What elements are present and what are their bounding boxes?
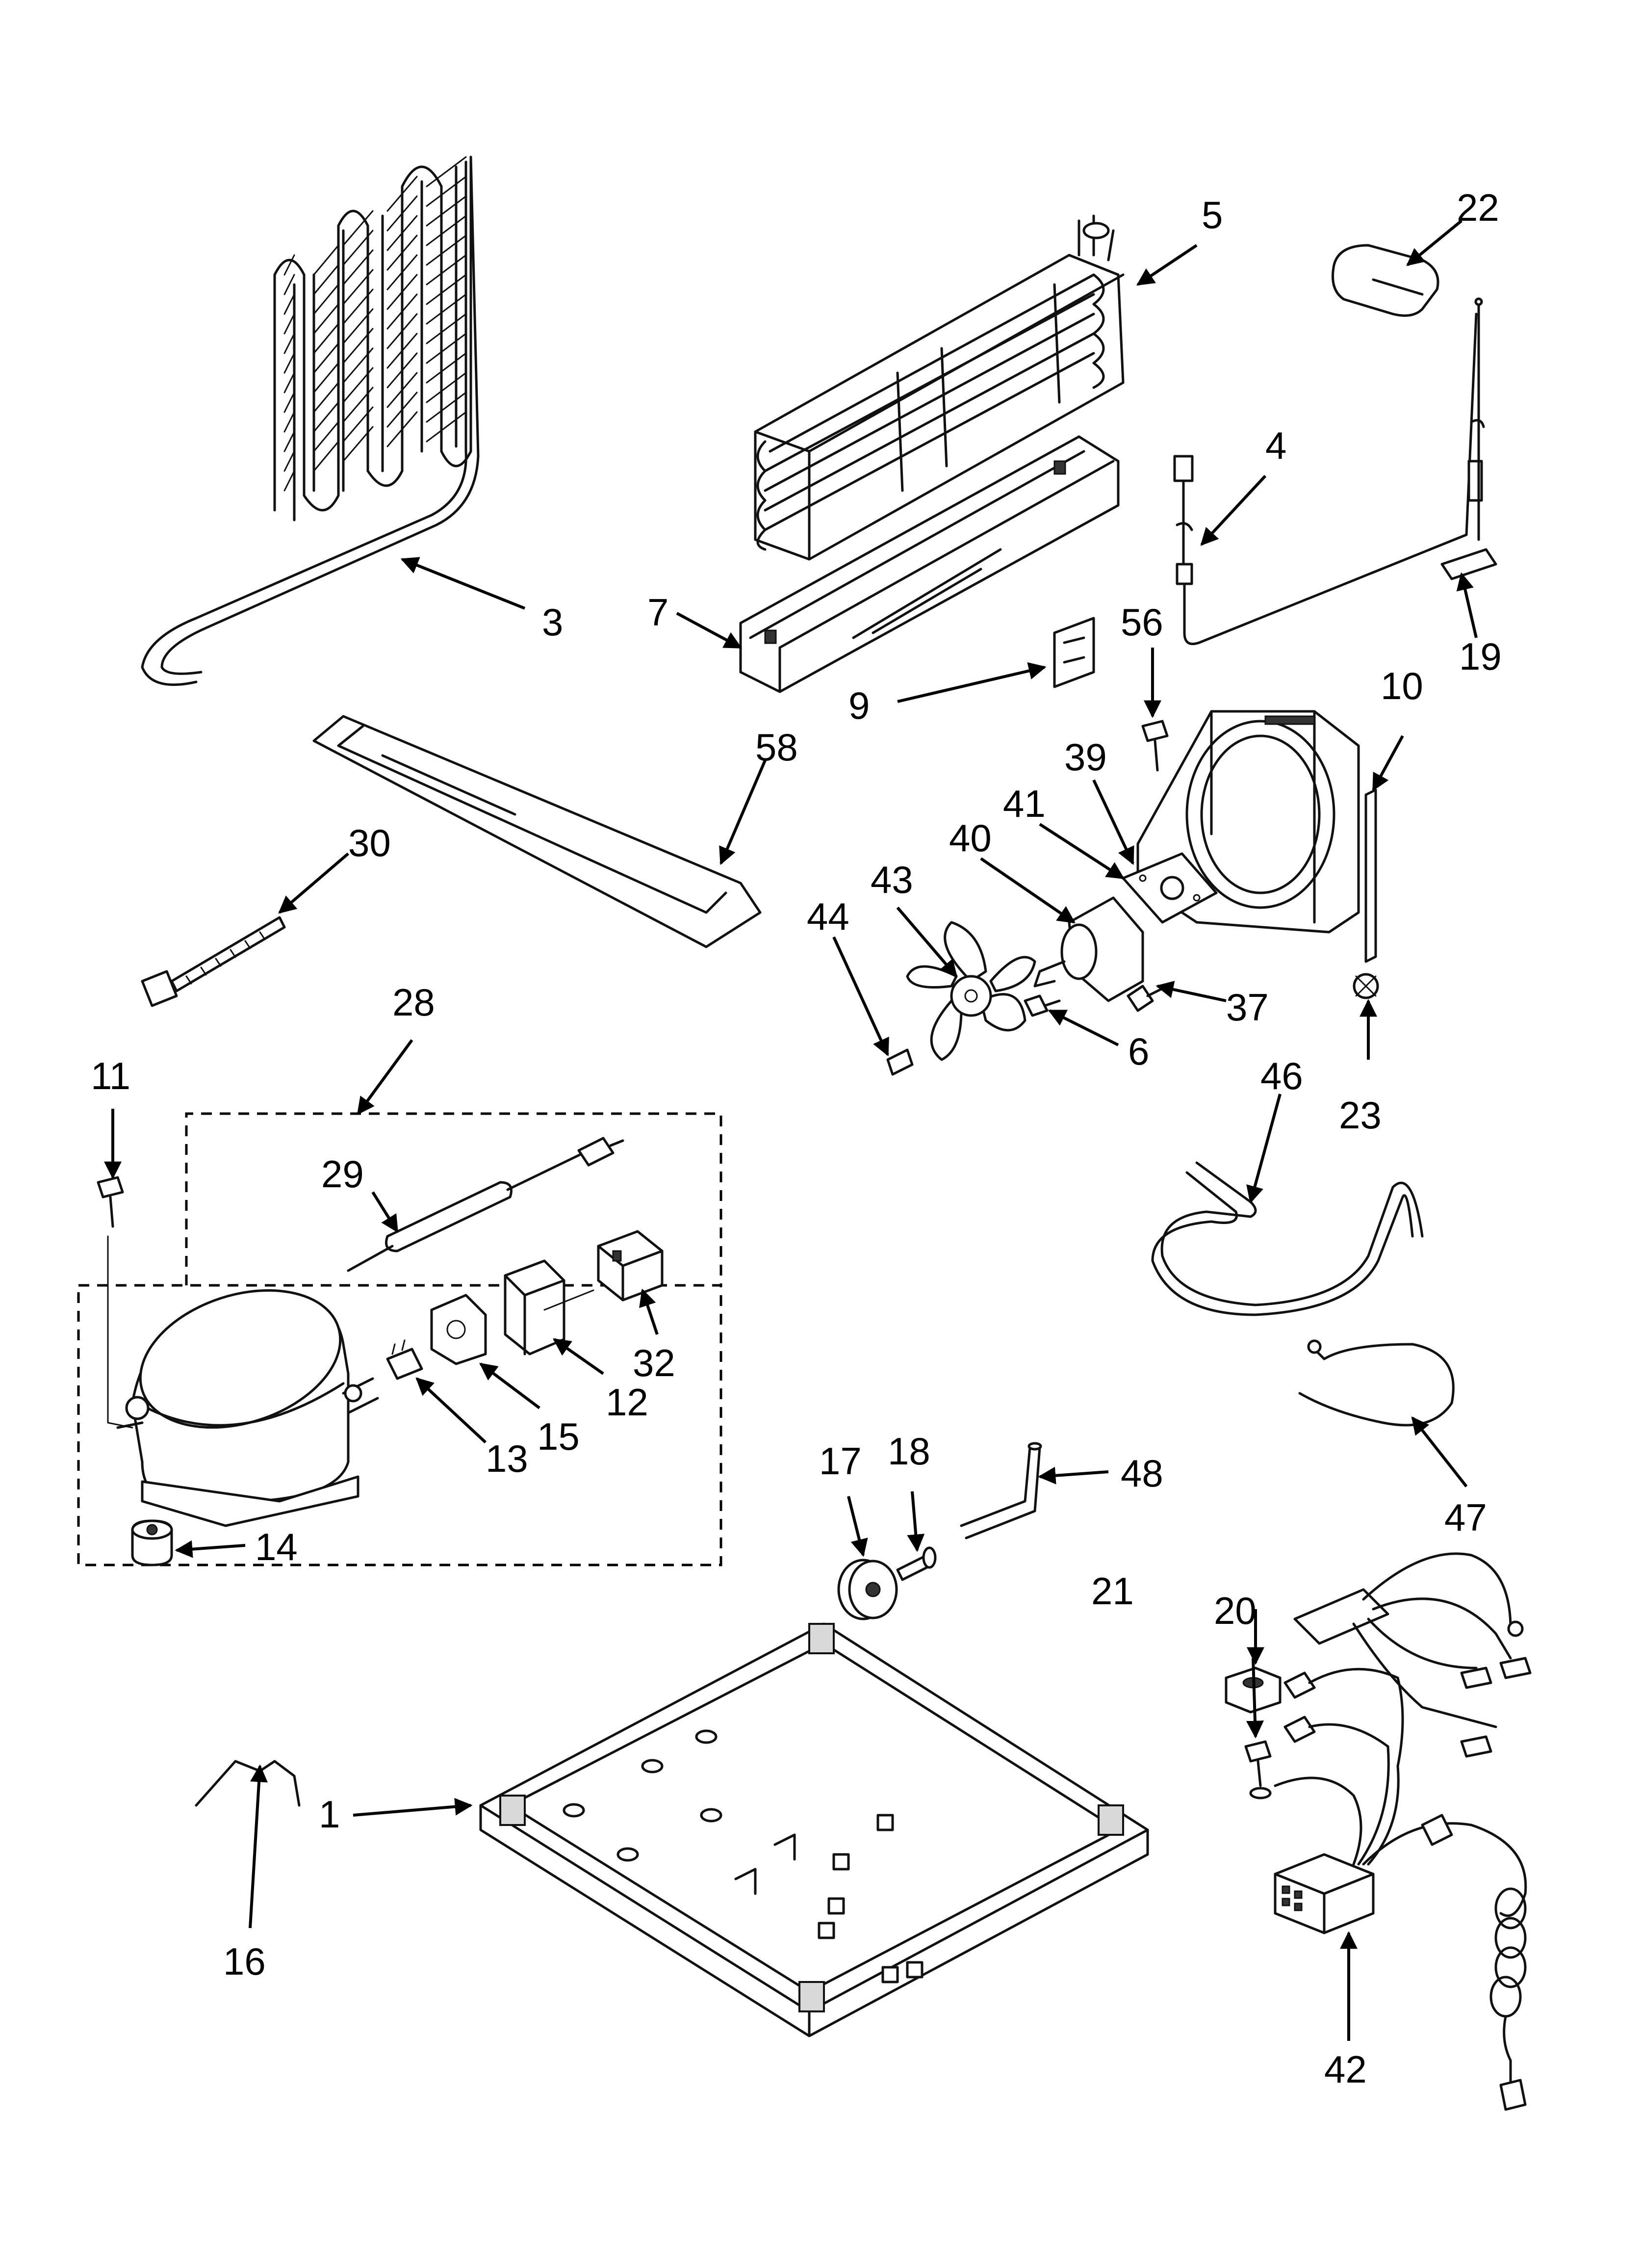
compressor-part: [116, 1289, 379, 1527]
roller-wheel-part: [837, 1559, 898, 1620]
compressor-kit-outline: [77, 1284, 722, 1566]
callout-30: 30: [348, 821, 391, 864]
overload-part: [430, 1294, 487, 1365]
base-frame-part: [479, 1622, 1149, 2037]
callout-6: 6: [1128, 1030, 1149, 1073]
callout-47: 47: [1444, 1496, 1487, 1539]
fan-blade-part: [906, 921, 1036, 1061]
callout-11: 11: [91, 1054, 130, 1097]
callout-5: 5: [1202, 193, 1223, 236]
mount-screw-part: [97, 1176, 133, 1429]
axle-pin-part: [896, 1546, 937, 1581]
callout-21: 21: [1091, 1569, 1134, 1613]
callout-46: 46: [1260, 1054, 1303, 1097]
callout-22: 22: [1457, 186, 1499, 229]
evaporator-coil-part: [754, 214, 1125, 561]
callout-41: 41: [1003, 782, 1046, 825]
callout-20: 20: [1214, 1589, 1257, 1632]
tube-part: [960, 1442, 1042, 1539]
fan-clip-part: [886, 1048, 914, 1076]
callout-23: 23: [1339, 1094, 1382, 1137]
callout-42: 42: [1324, 2048, 1367, 2091]
callout-28: 28: [392, 981, 435, 1024]
callout-37: 37: [1226, 986, 1269, 1029]
callout-40: 40: [949, 816, 992, 860]
callout-1: 1: [319, 1793, 340, 1836]
motor-screw-part: [1127, 985, 1169, 1012]
callout-3: 3: [542, 600, 563, 644]
drain-tube-part: [1151, 1161, 1424, 1316]
thermistor-sensor-part: [1173, 297, 1485, 645]
callout-15: 15: [537, 1415, 580, 1458]
callout-56: 56: [1121, 600, 1163, 644]
cable-tie-part: [141, 916, 286, 1007]
grommet-part: [1353, 973, 1379, 999]
ground-screw-part: [1244, 1740, 1272, 1799]
filter-drier-part: [347, 1137, 624, 1272]
compressor-grommet-part: [131, 1519, 173, 1566]
callout-13: 13: [486, 1437, 528, 1480]
gasket-strip-part: [1364, 788, 1377, 963]
drain-trough-part: [739, 435, 1120, 693]
heater-wire-part: [1298, 1339, 1455, 1427]
callout-16: 16: [223, 1940, 266, 1983]
relay-part: [504, 1259, 594, 1356]
wire-clip-part: [195, 1760, 301, 1807]
callout-9: 9: [848, 684, 870, 727]
compressor-kit-outline-upper: [185, 1112, 722, 1285]
callout-17: 17: [819, 1439, 862, 1483]
callout-44: 44: [807, 895, 849, 938]
motor-bracket-part: [1122, 852, 1218, 924]
callout-18: 18: [888, 1430, 930, 1473]
fan-nut-part: [1024, 994, 1061, 1017]
callout-14: 14: [255, 1525, 298, 1568]
callout-labels: 1 3 4 5 6 7 9 10 11 12 13 14 15 16 17 18…: [91, 186, 1502, 2091]
callout-7: 7: [647, 591, 668, 634]
callout-29: 29: [321, 1152, 364, 1196]
electrical-cover-part: [597, 1230, 664, 1302]
callout-10: 10: [1381, 664, 1423, 707]
screw-part: [1141, 720, 1169, 772]
fan-motor-part: [1033, 896, 1144, 1002]
leader-lines: [104, 219, 1478, 2041]
callout-43: 43: [871, 858, 913, 901]
callout-32: 32: [633, 1341, 675, 1384]
condenser-coil-part: [141, 156, 480, 686]
callout-39: 39: [1064, 735, 1107, 779]
callout-19: 19: [1459, 635, 1502, 678]
sensor-clip-part: [1440, 548, 1497, 580]
callout-48: 48: [1121, 1452, 1163, 1495]
foam-block-part: [1332, 244, 1439, 317]
callout-58: 58: [755, 726, 798, 769]
callout-4: 4: [1265, 424, 1286, 467]
bracket-part: [1053, 617, 1095, 688]
terminal-clip-part: [386, 1339, 423, 1380]
callout-12: 12: [606, 1381, 648, 1424]
drain-pan-part: [312, 715, 762, 948]
wire-harness-part: [1274, 1552, 1532, 2111]
